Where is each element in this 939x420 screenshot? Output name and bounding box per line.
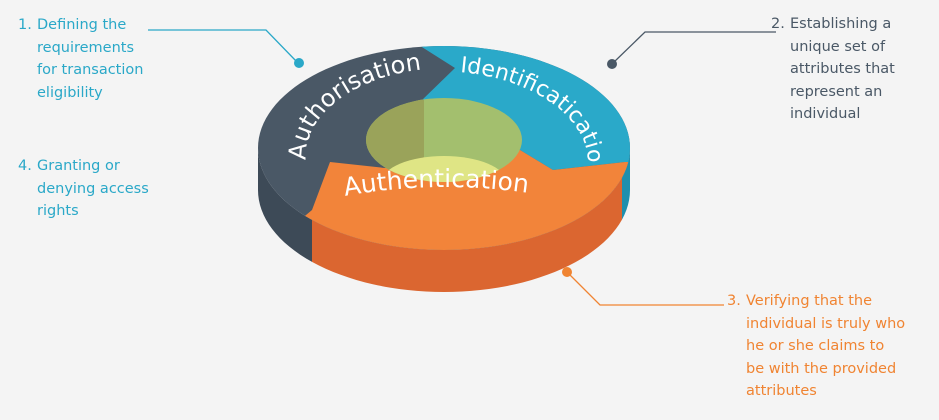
note-number: 1. — [18, 17, 32, 33]
note-2: 2. Establishing a unique set of attribut… — [771, 13, 895, 126]
connector-2 — [607, 31, 776, 69]
segment-authentication — [258, 150, 630, 250]
connector-dot — [294, 58, 304, 68]
note-number: 2. — [771, 16, 785, 32]
connector-dot — [562, 267, 572, 277]
connector-1 — [148, 29, 304, 68]
note-text: Granting or denying access rights — [37, 158, 149, 219]
note-text: Defining the requirements for transactio… — [37, 17, 144, 101]
note-text: Verifying that the individual is truly w… — [746, 293, 906, 399]
note-3: 3. Verifying that the individual is trul… — [727, 290, 905, 403]
note-number: 3. — [727, 293, 741, 309]
connector-3 — [562, 267, 724, 306]
note-4: 4. Granting or denying access rights — [18, 155, 149, 223]
connector-dot — [607, 59, 617, 69]
note-text: Establishing a unique set of attributes … — [790, 16, 895, 122]
note-1: 1. Defining the requirements for transac… — [18, 14, 143, 104]
note-number: 4. — [18, 158, 32, 174]
